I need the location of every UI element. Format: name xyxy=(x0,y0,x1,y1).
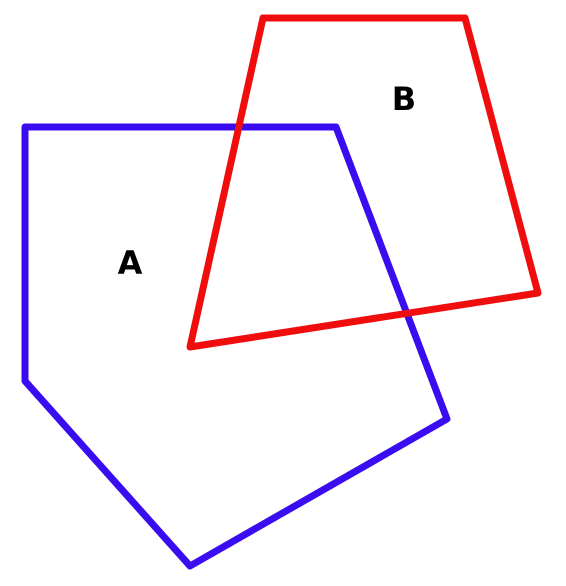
polygon-b xyxy=(186,14,542,351)
polygon-a xyxy=(21,123,451,570)
polygon-b-label: B xyxy=(392,80,416,118)
polygon-a-label: A xyxy=(118,244,143,282)
